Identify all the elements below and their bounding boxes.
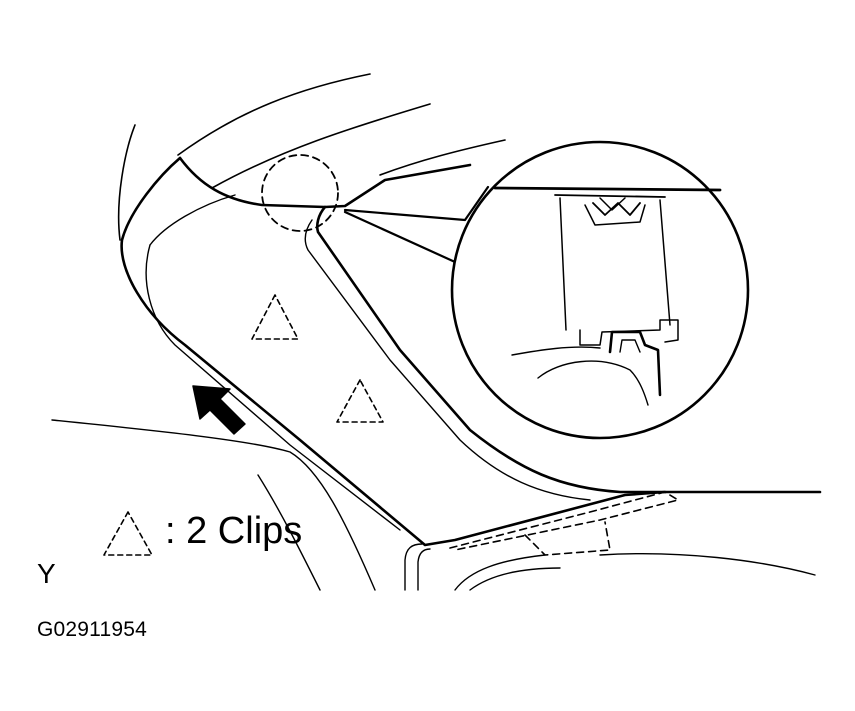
hidden-clip-outline	[449, 491, 679, 556]
triangle-dashed-icon	[103, 511, 153, 556]
direction-arrow-icon	[192, 385, 246, 435]
dashboard-lines	[51, 419, 816, 591]
clip-triangle-lower	[336, 379, 384, 423]
figure-code: G02911954	[37, 618, 148, 641]
detail-callout-circle	[261, 154, 339, 232]
roof-lines	[117, 73, 506, 241]
clip-marks	[251, 294, 384, 423]
magnified-detail-circle	[450, 140, 750, 440]
callout-leader-lines	[343, 185, 490, 264]
legend-text: : 2 Clips	[165, 510, 303, 552]
pillar-inner-lines	[145, 194, 591, 531]
clip-detail	[493, 186, 722, 406]
clip-triangle-upper	[251, 294, 299, 340]
view-letter: Y	[37, 558, 56, 589]
